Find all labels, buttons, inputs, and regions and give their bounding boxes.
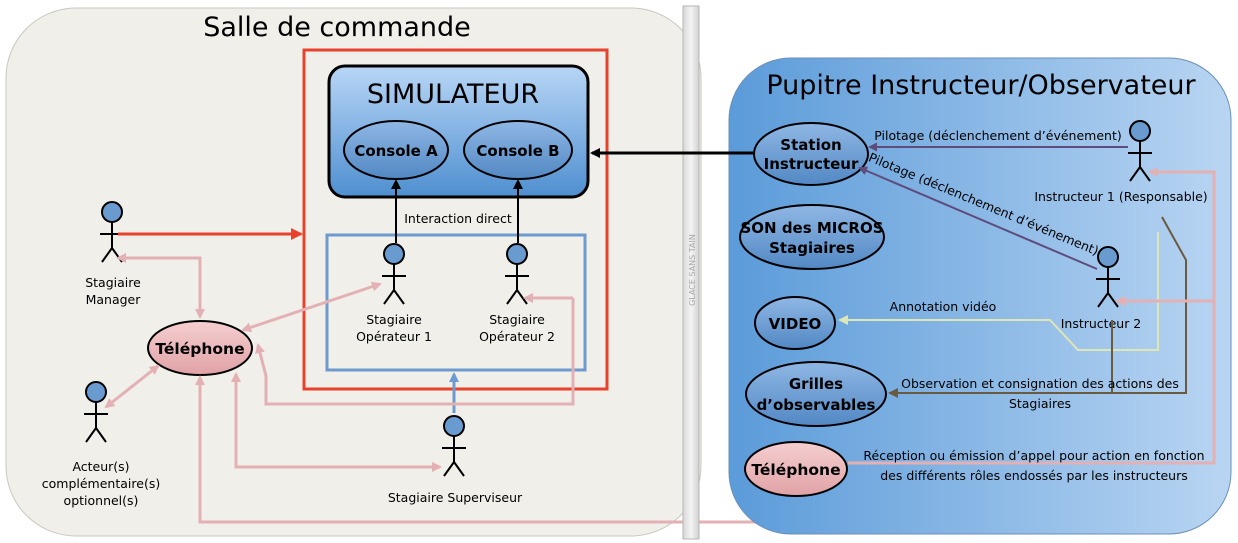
operator1-label-line1: Stagiaire xyxy=(366,312,422,327)
video xyxy=(754,296,836,350)
annotation-arrow xyxy=(838,232,1159,351)
station-instructeur xyxy=(753,122,869,186)
instructor1-figure xyxy=(1128,120,1152,182)
glass-label: GLACE SANS TAIN xyxy=(688,234,697,306)
grids-label-line2: d’observables xyxy=(757,396,876,414)
sound-label-line2: Stagiaires xyxy=(769,239,855,257)
instructor-phone xyxy=(744,441,848,497)
observation-link-instructor1 xyxy=(1112,216,1187,394)
supervisor-label: Stagiaire Superviseur xyxy=(388,490,523,505)
reception-links xyxy=(848,167,1216,465)
operator2-label-line1: Stagiaire xyxy=(489,312,545,327)
observable-grids xyxy=(745,361,887,427)
observation-label-line1: Observation et consignation des actions … xyxy=(901,376,1179,391)
operator2-label-line2: Opérateur 2 xyxy=(479,329,555,344)
interaction-label: Interaction direct xyxy=(404,211,512,226)
interaction-label-bg xyxy=(400,210,516,228)
manager-label-line1: Stagiaire xyxy=(85,275,141,290)
control-room-title: Salle de commande xyxy=(203,12,471,43)
manager-label-line2: Manager xyxy=(86,292,142,307)
console-b-label: Console B xyxy=(476,142,559,160)
operator1-label-line2: Opérateur 1 xyxy=(356,329,432,344)
actor-label-line1: Acteur(s) xyxy=(72,459,129,474)
station-label-line2: Instructeur xyxy=(764,155,859,173)
reception-label-line1: Réception ou émission d’appel pour actio… xyxy=(863,448,1204,463)
instructor1-label: Instructeur 1 (Responsable) xyxy=(1034,189,1207,204)
one-way-glass xyxy=(682,5,700,540)
simulator-title: SIMULATEUR xyxy=(367,79,539,110)
grids-label-line1: Grilles xyxy=(789,375,843,393)
instructor-phone-label: Téléphone xyxy=(751,461,840,479)
instructor-desk-title: Pupitre Instructeur/Observateur xyxy=(766,70,1196,101)
observation-label-line2: Stagiaires xyxy=(1009,396,1071,411)
micro-sound xyxy=(739,204,885,270)
sound-label-line1: SON des MICROS xyxy=(740,219,883,237)
actor-label-line2: complémentaire(s) xyxy=(42,476,160,491)
reception-label-line2: des différents rôles endossés par les in… xyxy=(880,468,1188,483)
control-room-phone-label: Téléphone xyxy=(155,340,244,358)
annotation-label: Annotation vidéo xyxy=(890,299,997,314)
instructor2-label: Instructeur 2 xyxy=(1061,316,1142,331)
pilotage1-label: Pilotage (déclenchement d’événement) xyxy=(874,128,1122,143)
pilotage2-arrow xyxy=(858,166,1098,270)
operator1-figure xyxy=(382,243,406,305)
video-label: VIDEO xyxy=(769,315,822,333)
station-label-line1: Station xyxy=(780,136,841,154)
actor-figure xyxy=(84,381,108,443)
actor-label-line3: optionnel(s) xyxy=(64,493,139,508)
console-a-label: Console A xyxy=(354,142,438,160)
